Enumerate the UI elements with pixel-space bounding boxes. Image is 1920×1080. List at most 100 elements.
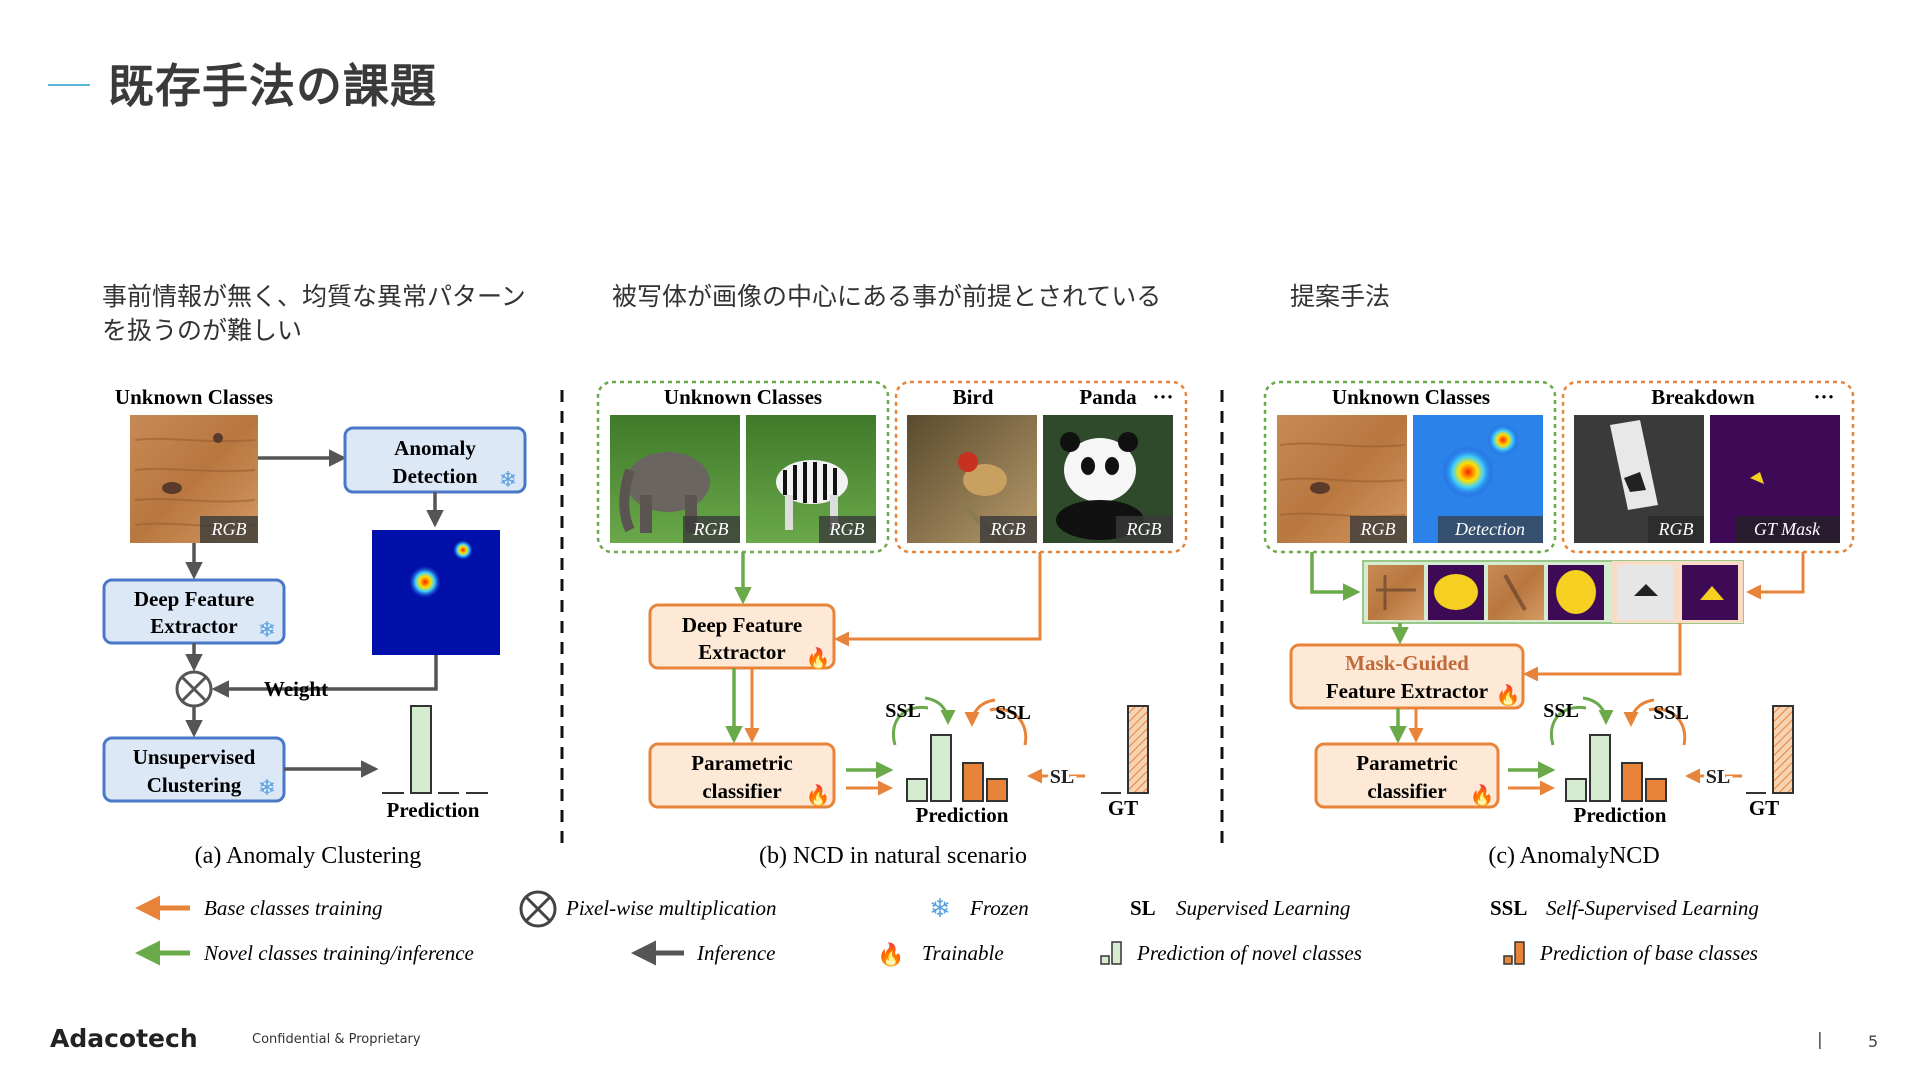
snowflake-icon: ❄ bbox=[929, 894, 951, 923]
c-rgb-label-2: RGB bbox=[1658, 519, 1694, 539]
a-unknown-classes: Unknown Classes bbox=[115, 385, 273, 409]
c-detection-label: Detection bbox=[1454, 519, 1525, 539]
c-ellipsis: ··· bbox=[1813, 385, 1834, 409]
c-breakdown-image bbox=[1574, 415, 1704, 543]
c-detection-image bbox=[1413, 415, 1543, 543]
b-panda-label: Panda bbox=[1079, 385, 1137, 409]
caption-a-line2: を扱うのが難しい bbox=[102, 316, 303, 345]
legend-novel-bars-icon bbox=[1100, 941, 1122, 965]
b-rgb-label-2: RGB bbox=[829, 519, 865, 539]
b-bird-image bbox=[907, 415, 1037, 543]
a-rgb-label: RGB bbox=[211, 519, 247, 539]
footer-separator: | bbox=[1817, 1030, 1823, 1050]
flame-icon: 🔥 bbox=[1496, 683, 1521, 707]
caption-a-line1: 事前情報が無く、均質な異常パターン bbox=[102, 282, 526, 311]
footer-confidential: Confidential & Proprietary bbox=[252, 1032, 421, 1047]
a-wood-image bbox=[130, 415, 258, 543]
b-panda-image bbox=[1043, 415, 1173, 543]
b-gt-label: GT bbox=[1108, 796, 1138, 820]
c-gt-bar bbox=[1746, 705, 1794, 794]
c-prediction-label: Prediction bbox=[1574, 803, 1667, 827]
b-ellipsis: ··· bbox=[1152, 385, 1173, 409]
snowflake-icon: ❄ bbox=[258, 617, 276, 642]
legend-frozen: Frozen bbox=[969, 896, 1029, 920]
c-unknown-classes: Unknown Classes bbox=[1332, 385, 1490, 409]
c-param-1: Parametric bbox=[1356, 751, 1457, 775]
c-ssl-right: SSL bbox=[1653, 702, 1689, 724]
c-patch-strip bbox=[1362, 560, 1744, 624]
c-param-box bbox=[1314, 742, 1500, 809]
b-rgb-label-4: RGB bbox=[1126, 519, 1162, 539]
title-accent-line bbox=[48, 84, 90, 86]
a-prediction-label: Prediction bbox=[387, 798, 480, 822]
caption-b: 被写体が画像の中心にある事が前提とされている bbox=[612, 282, 1162, 311]
flame-icon: 🔥 bbox=[806, 783, 831, 807]
b-ssl-right: SSL bbox=[995, 702, 1031, 724]
a-heatmap-image bbox=[372, 530, 500, 655]
c-gt-mask-image bbox=[1710, 415, 1840, 543]
legend-sl-abbr: SL bbox=[1130, 896, 1156, 920]
c-param-2: classifier bbox=[1367, 779, 1446, 803]
c-gt-label: GT bbox=[1749, 796, 1779, 820]
a-prediction-bars bbox=[382, 705, 488, 794]
b-param-2: classifier bbox=[702, 779, 781, 803]
b-param-1: Parametric bbox=[691, 751, 792, 775]
c-gt-mask-label: GT Mask bbox=[1754, 519, 1821, 539]
c-ssl-left: SSL bbox=[1543, 700, 1579, 722]
b-deep-feature-2: Extractor bbox=[698, 640, 785, 664]
c-mask-guided-box bbox=[1289, 643, 1525, 710]
b-sl-label: SL bbox=[1050, 766, 1074, 788]
b-param-box bbox=[648, 742, 836, 809]
a-unsup-2: Clustering bbox=[147, 773, 242, 797]
legend-pred-base: Prediction of base classes bbox=[1539, 941, 1758, 965]
b-deep-feature-1: Deep Feature bbox=[682, 613, 802, 637]
b-elephant-image bbox=[610, 415, 740, 543]
a-anomaly-2: Detection bbox=[392, 464, 477, 488]
page-number: 5 bbox=[1868, 1032, 1879, 1051]
b-ssl-left: SSL bbox=[885, 700, 921, 722]
b-rgb-label-1: RGB bbox=[693, 519, 729, 539]
snowflake-icon: ❄ bbox=[258, 775, 276, 800]
c-mask-guided-1: Mask-Guided bbox=[1345, 651, 1469, 675]
caption-c: 提案手法 bbox=[1290, 282, 1391, 311]
a-unsup-1: Unsupervised bbox=[133, 745, 256, 769]
legend-pred-novel: Prediction of novel classes bbox=[1136, 941, 1362, 965]
a-deep-feature-1: Deep Feature bbox=[134, 587, 254, 611]
c-mask-guided-2: Feature Extractor bbox=[1326, 679, 1488, 703]
a-deep-feature-2: Extractor bbox=[150, 614, 237, 638]
b-bird-label: Bird bbox=[953, 385, 994, 409]
legend-ssl-full: Self-Supervised Learning bbox=[1546, 896, 1759, 920]
company-logo: Adacotech bbox=[50, 1024, 198, 1053]
c-caption: (c) AnomalyNCD bbox=[1488, 843, 1659, 869]
flame-icon: 🔥 bbox=[1470, 783, 1495, 807]
b-unknown-classes: Unknown Classes bbox=[664, 385, 822, 409]
b-prediction-label: Prediction bbox=[916, 803, 1009, 827]
b-gt-bar bbox=[1101, 705, 1149, 794]
b-rgb-label-3: RGB bbox=[990, 519, 1026, 539]
legend-ssl-abbr: SSL bbox=[1490, 896, 1527, 920]
c-breakdown-label: Breakdown bbox=[1651, 385, 1755, 409]
c-prediction-bars bbox=[1565, 734, 1667, 802]
b-zebra-image bbox=[746, 415, 876, 543]
snowflake-icon: ❄ bbox=[499, 467, 517, 492]
legend-base-bars-icon bbox=[1503, 941, 1525, 965]
legend-pixel-mult: Pixel-wise multiplication bbox=[565, 896, 777, 920]
flame-icon: 🔥 bbox=[806, 646, 831, 670]
legend-trainable: Trainable bbox=[922, 941, 1004, 965]
a-weight-label: Weight bbox=[264, 677, 328, 701]
legend-novel-training: Novel classes training/inference bbox=[203, 941, 474, 965]
c-known-group bbox=[1561, 380, 1855, 554]
c-wood-image bbox=[1277, 415, 1407, 543]
b-caption: (b) NCD in natural scenario bbox=[759, 843, 1027, 869]
page-title: 既存手法の課題 bbox=[108, 59, 437, 113]
flame-icon: 🔥 bbox=[877, 942, 904, 967]
legend-base-training: Base classes training bbox=[204, 896, 383, 920]
a-caption: (a) Anomaly Clustering bbox=[195, 843, 422, 869]
caption-a: 事前情報が無く、均質な異常パターン を扱うのが難しい bbox=[102, 280, 526, 348]
b-prediction-bars bbox=[906, 734, 1008, 802]
legend-inference: Inference bbox=[696, 941, 776, 965]
a-multiply-icon bbox=[175, 670, 213, 708]
c-unknown-group bbox=[1263, 380, 1557, 554]
